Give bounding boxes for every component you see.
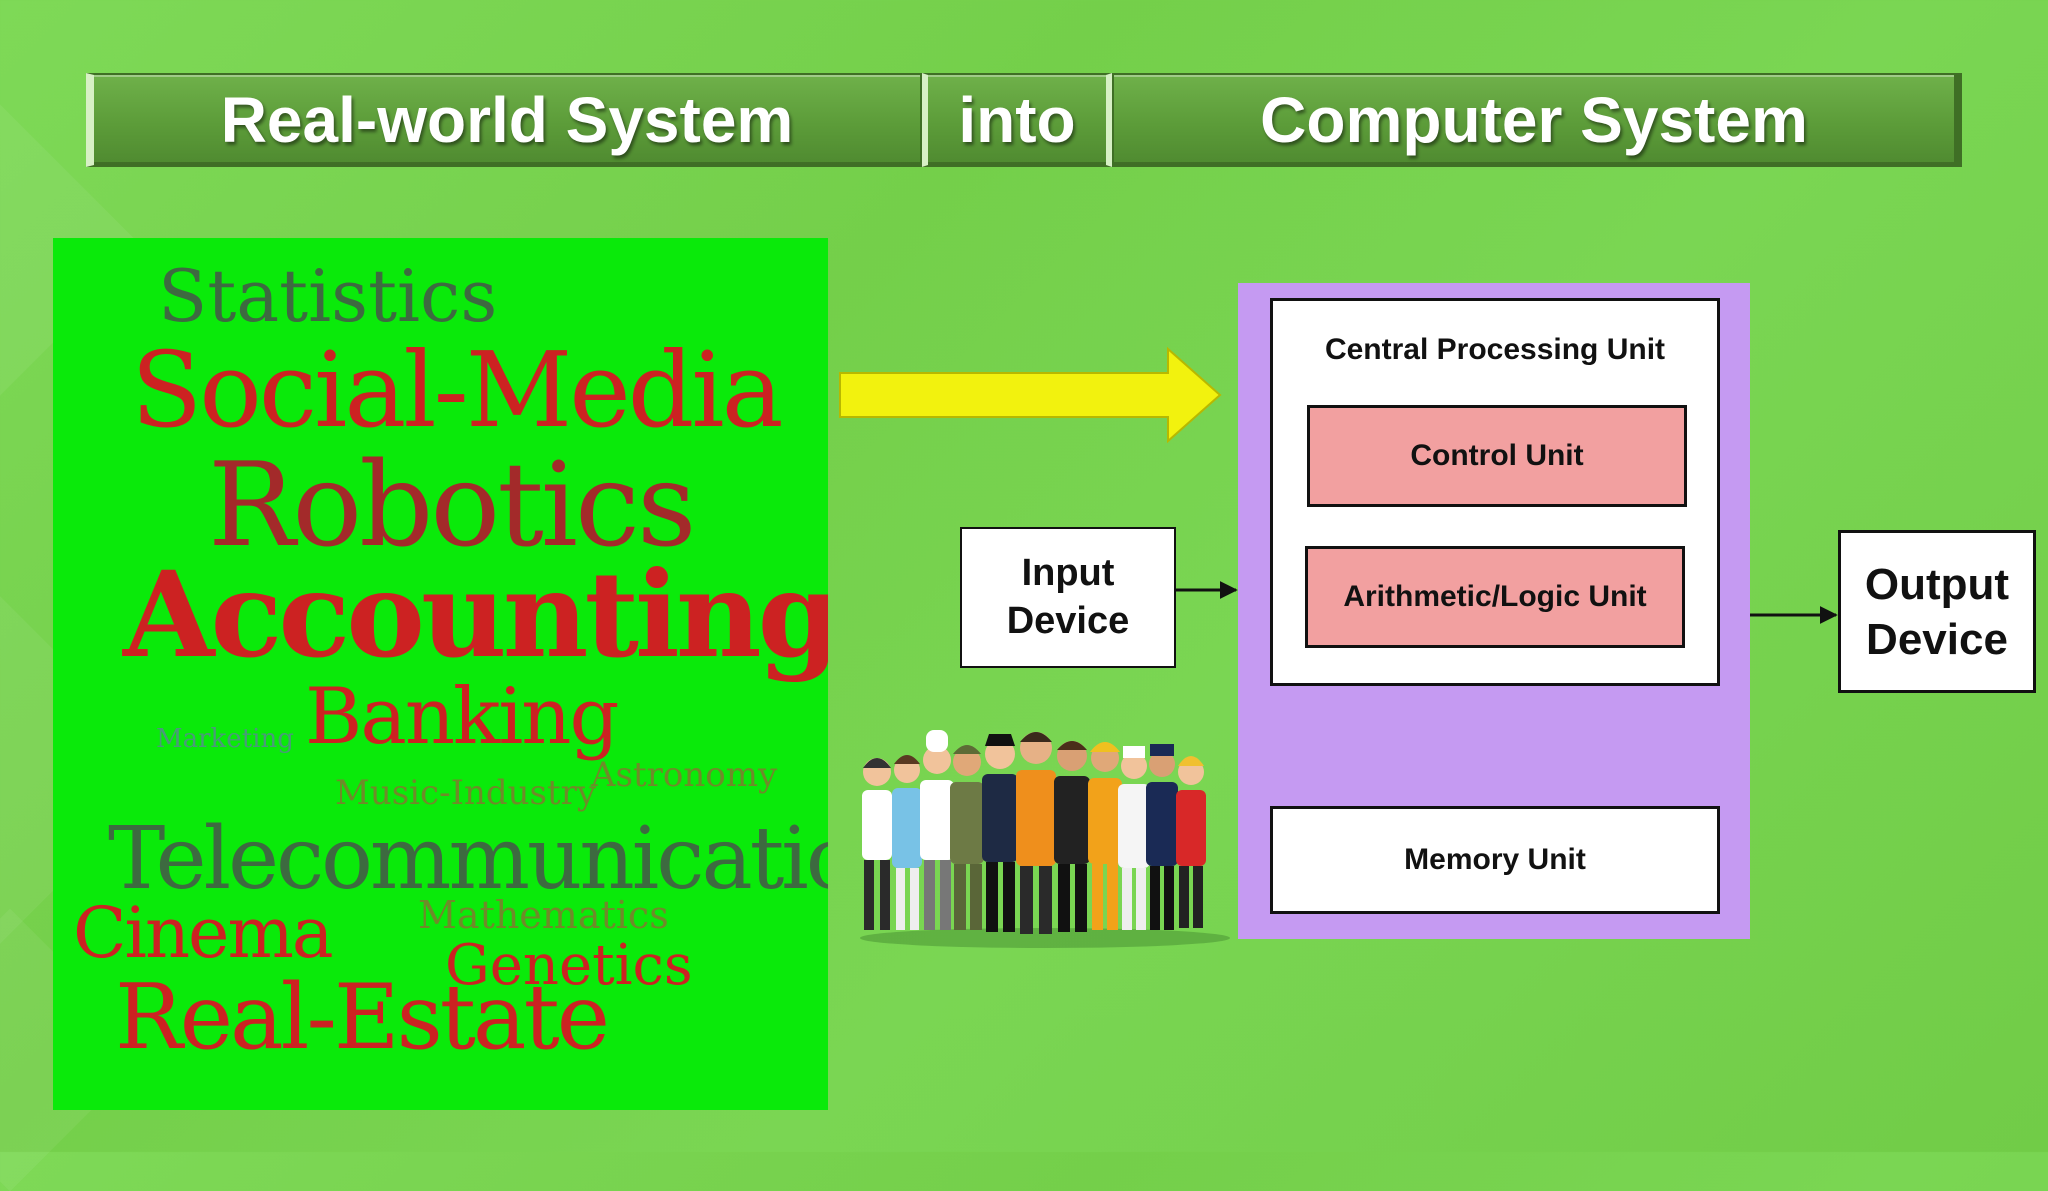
output-device-line1: Output <box>1864 559 2010 609</box>
word-astronomy: Astronomy <box>591 755 778 795</box>
word-telecommunication: Telecommunication <box>108 809 828 909</box>
arithmetic-logic-unit: Arithmetic/Logic Unit <box>1305 546 1685 648</box>
word-social-media: Social-Media <box>131 329 784 451</box>
word-robotics: Robotics <box>208 438 696 573</box>
input-device: Input Device <box>960 527 1176 668</box>
output-device-line2: Device <box>1866 614 2008 664</box>
input-device-line2: Device <box>1006 599 1130 642</box>
word-real-estate: Real-Estate <box>115 965 610 1070</box>
output-device: Output Device <box>1838 530 2036 693</box>
word-statistics: Statistics <box>158 254 498 338</box>
control-unit: Control Unit <box>1307 405 1687 507</box>
yellow-arrow-right <box>839 346 1222 444</box>
title-real-world-system: Real-world System <box>86 73 922 167</box>
word-cinema: Cinema <box>73 892 334 974</box>
word-music-industry: Music-Industry <box>335 773 597 813</box>
memory-unit: Memory Unit <box>1270 806 1720 914</box>
word-marketing: Marketing <box>156 724 294 754</box>
input-device-line1: Input <box>1021 552 1115 594</box>
word-banking: Banking <box>305 672 619 762</box>
professionals-group-illustration <box>860 730 1230 948</box>
title-computer-system: Computer System <box>1112 73 1962 167</box>
title-into: into <box>922 73 1112 167</box>
word-accounting: Accounting <box>123 545 828 684</box>
word-cloud: Statistics Social-Media Robotics Account… <box>53 238 828 1110</box>
word-genetics: Genetics <box>445 933 693 998</box>
word-mathematics: Mathematics <box>418 893 669 937</box>
